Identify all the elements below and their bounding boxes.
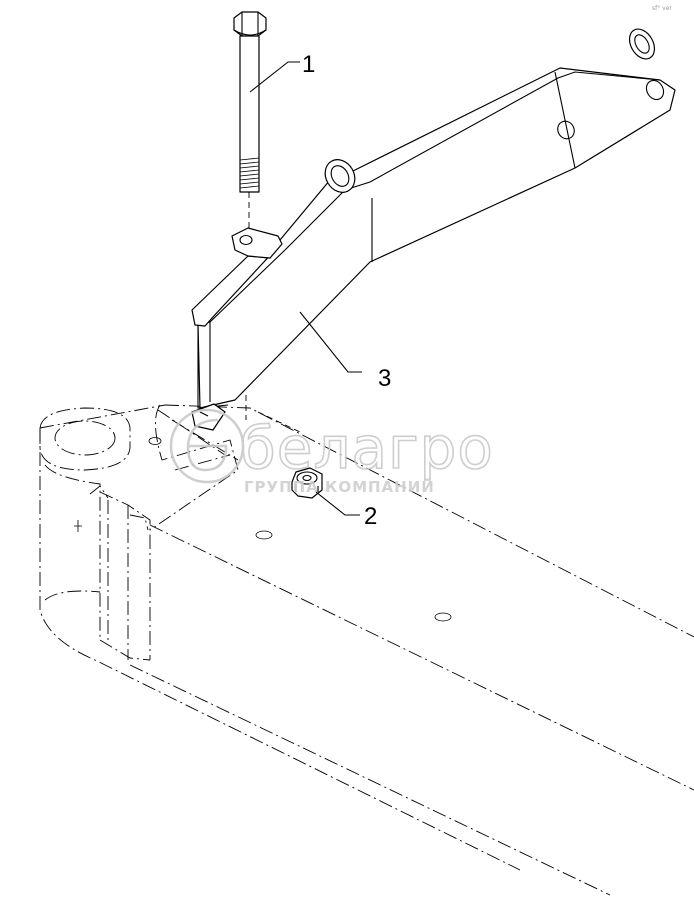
bolt-thread — [239, 157, 260, 189]
arm-hole — [557, 120, 575, 140]
frame-beam — [39, 395, 694, 896]
callout-2: 2 — [315, 491, 377, 530]
callout-1: 1 — [249, 51, 315, 93]
watermark-subtitle: ГРУППА КОМПАНИЙ — [244, 477, 435, 496]
callout-3: 3 — [299, 311, 391, 392]
beam-hole — [434, 612, 452, 622]
callout-label-bracket: 3 — [378, 365, 391, 392]
arm-hole — [645, 79, 665, 101]
callout-label-nut: 2 — [364, 503, 377, 530]
nut — [291, 467, 323, 499]
watermark: белагро ГРУППА КОМПАНИЙ — [169, 408, 494, 496]
bracket-arm — [191, 28, 676, 431]
bolt-hole — [239, 234, 253, 246]
corner-mark: sf° ver — [652, 5, 672, 12]
tip-eye — [628, 28, 656, 60]
beam-hole — [255, 530, 273, 540]
watermark-logo-icon — [169, 408, 245, 484]
bolt — [233, 11, 267, 232]
callout-label-bolt: 1 — [302, 51, 315, 78]
beam-hole — [148, 437, 162, 445]
pivot-tube — [39, 407, 151, 661]
clamp-plate — [149, 404, 239, 531]
watermark-brand: белагро — [240, 414, 494, 482]
